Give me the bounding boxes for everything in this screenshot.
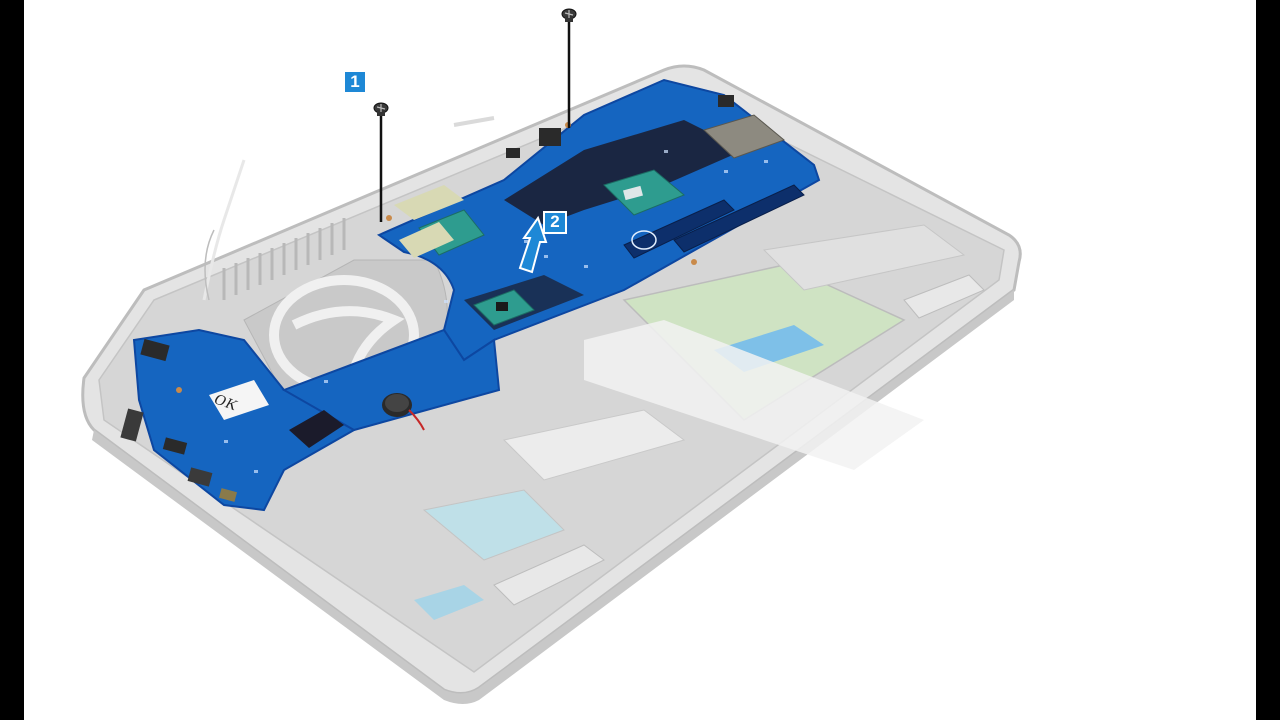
screw-2	[561, 8, 577, 128]
io-ports	[120, 338, 238, 502]
callout-step-2: 2	[543, 211, 567, 234]
coin-cell-battery	[382, 393, 425, 431]
system-board-removal-diagram	[81, 8, 1022, 704]
screw-1	[373, 102, 389, 222]
vent-grille	[222, 218, 346, 300]
ok-sticker	[209, 380, 269, 420]
lift-arrow-icon	[518, 215, 548, 274]
system-board	[120, 78, 821, 512]
illustration-frame: 1 2 OK	[24, 0, 1256, 720]
dell-logo-icon	[631, 230, 657, 250]
chassis-base	[81, 64, 1022, 704]
callout-step-1: 1	[345, 72, 365, 92]
